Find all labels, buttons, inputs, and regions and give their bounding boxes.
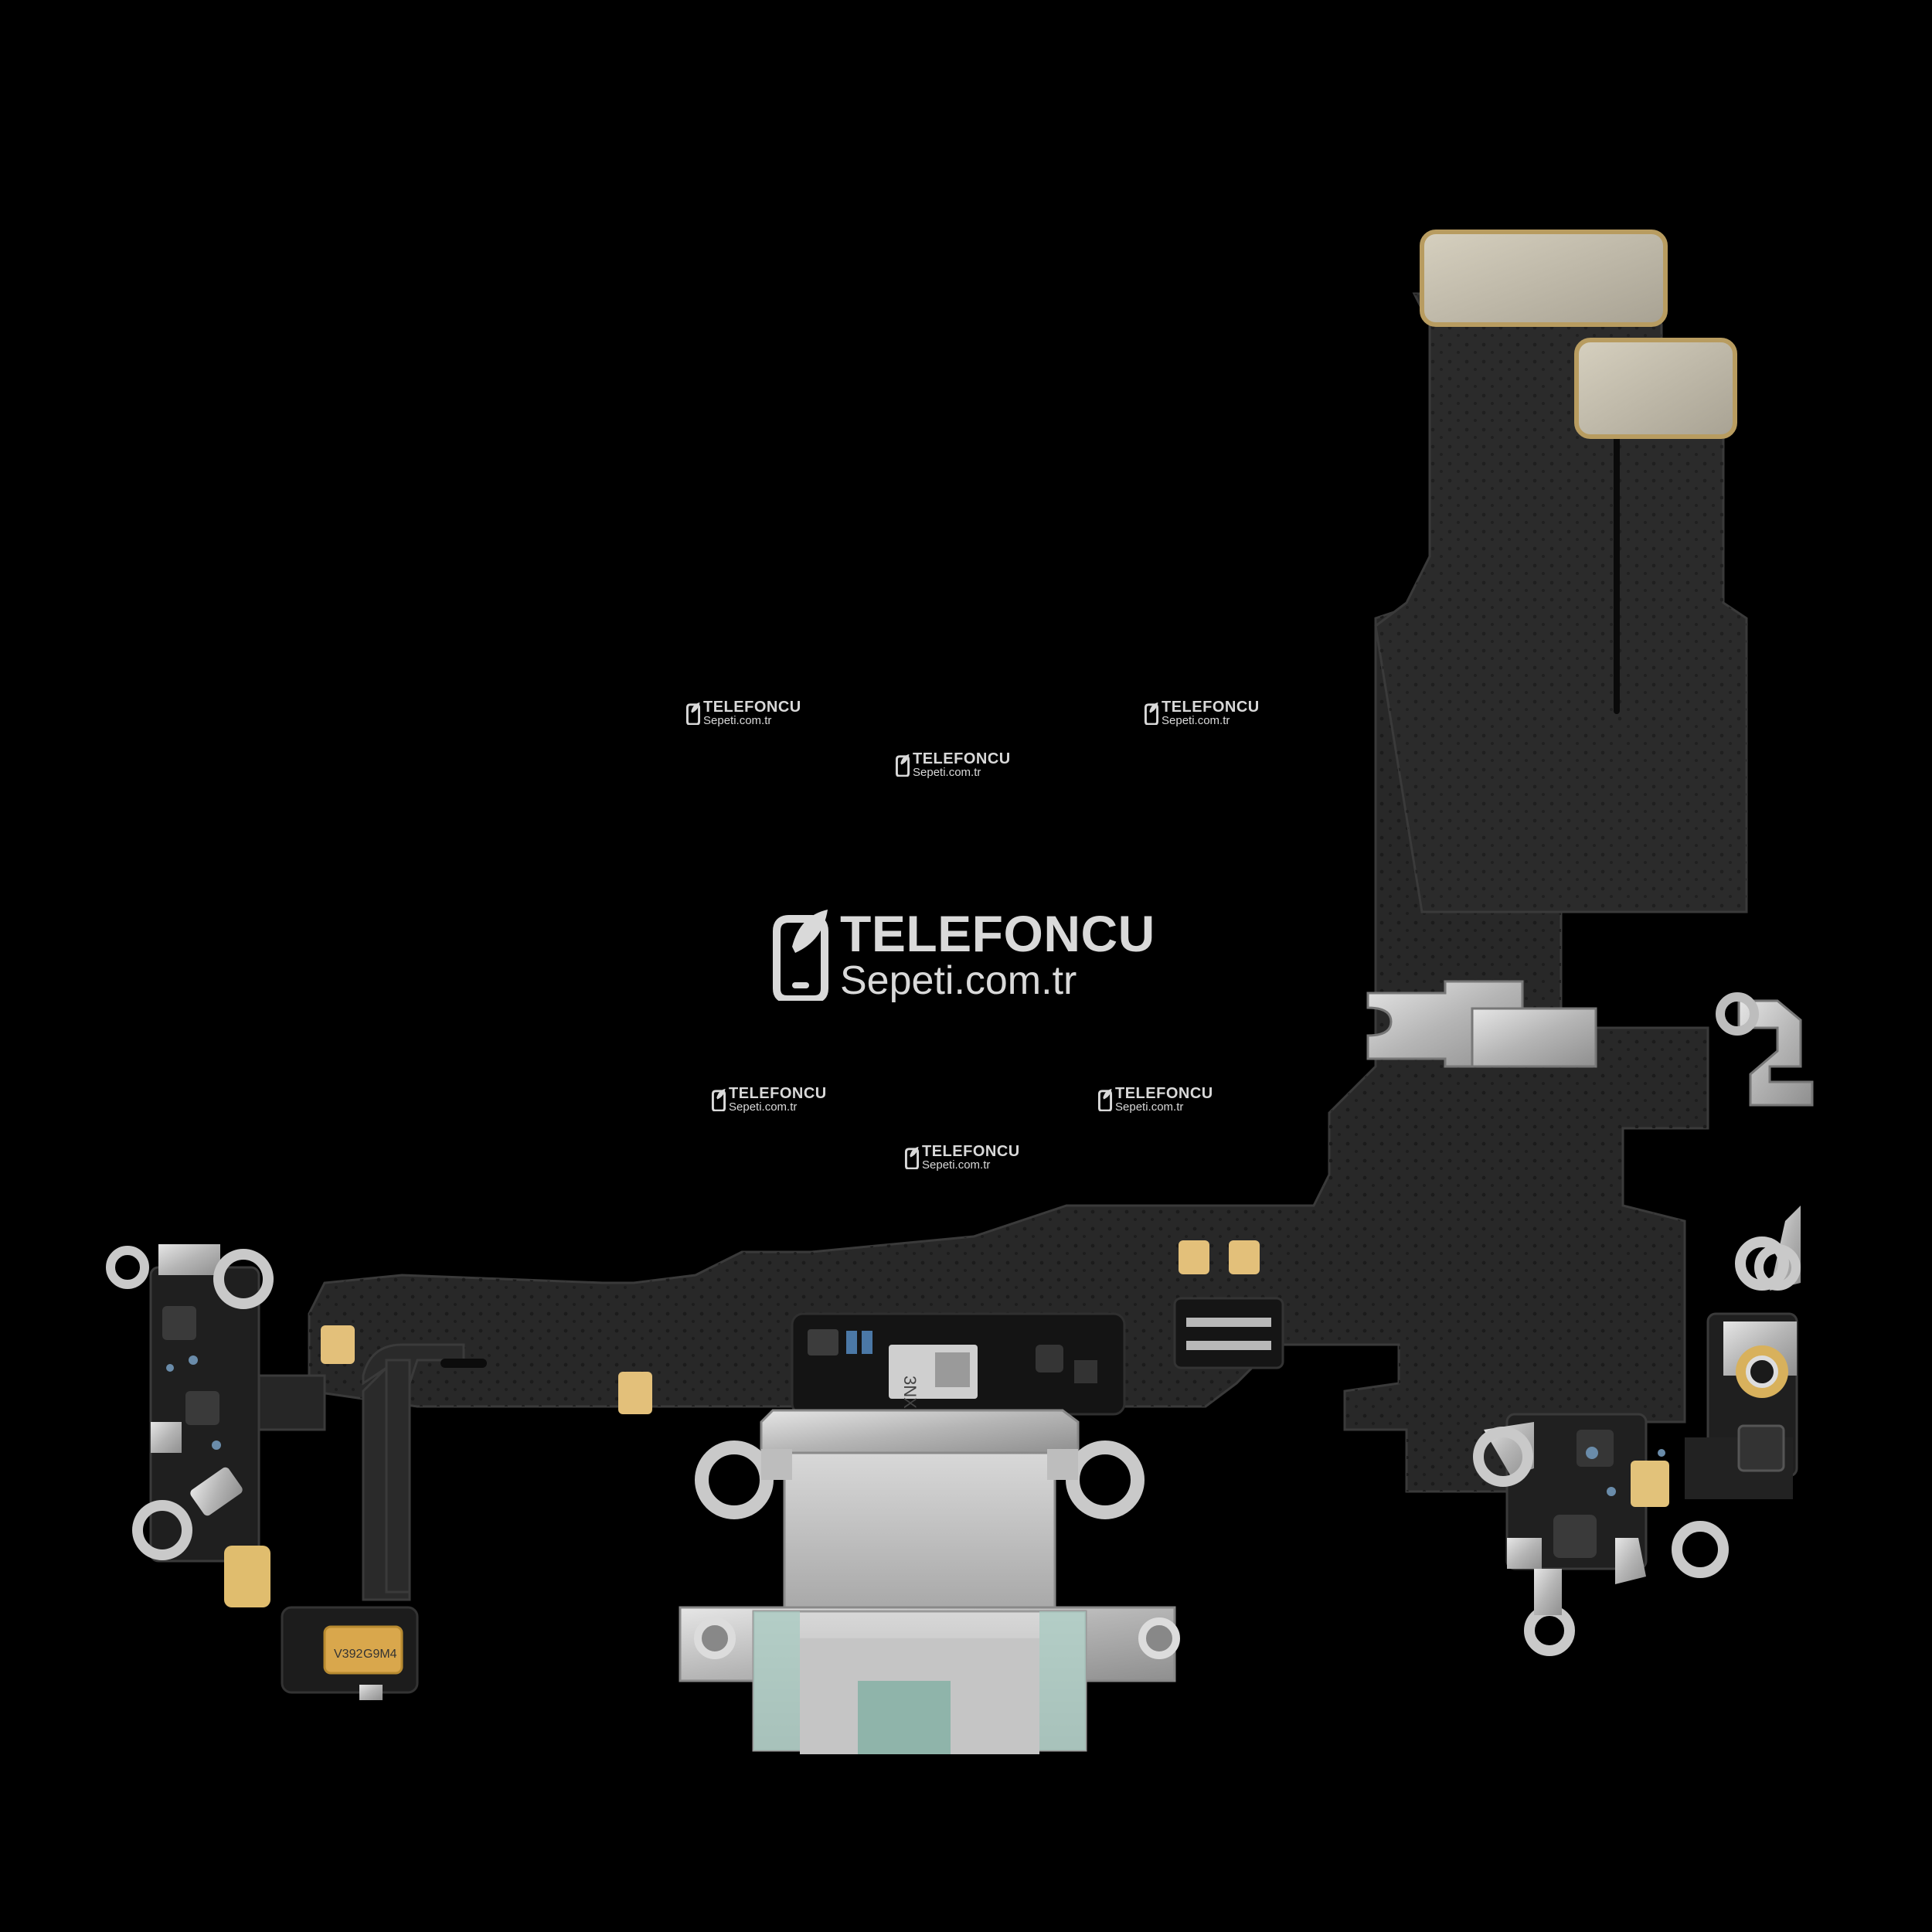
watermark-subtitle: Sepeti.com.tr	[840, 958, 1077, 1003]
board-connector	[1173, 1297, 1284, 1369]
left-antenna-board	[106, 1244, 274, 1607]
watermark-subtitle: Sepeti.com.tr	[729, 1100, 798, 1114]
watermark-subtitle: Sepeti.com.tr	[703, 714, 772, 727]
microphone-module: V392 G9M4	[281, 1606, 419, 1700]
phone-leaf-logo-icon	[1144, 702, 1159, 725]
phone-leaf-logo-icon	[685, 702, 701, 725]
phone-leaf-logo-icon	[895, 753, 910, 777]
phone-leaf-logo-icon	[904, 1146, 920, 1169]
watermark-subtitle: Sepeti.com.tr	[913, 766, 981, 779]
watermark-subtitle: Sepeti.com.tr	[1115, 1100, 1184, 1114]
watermark-title: TELEFONCU	[703, 699, 801, 716]
phone-leaf-logo-icon	[711, 1088, 726, 1111]
phone-leaf-logo-icon	[773, 910, 828, 1001]
watermark-subtitle: Sepeti.com.tr	[922, 1158, 991, 1172]
watermark-title: TELEFONCU	[840, 905, 1155, 962]
usb-c-port	[679, 1409, 1180, 1754]
metal-stiffener	[1366, 980, 1597, 1068]
watermark-title: TELEFONCU	[1115, 1085, 1213, 1102]
watermark-title: TELEFONCU	[1162, 699, 1260, 716]
mic-marking-1: V392	[334, 1648, 362, 1661]
watermark-title: TELEFONCU	[729, 1085, 827, 1102]
mic-marking-2: G9M4	[363, 1648, 397, 1661]
watermark-title: TELEFONCU	[922, 1143, 1020, 1160]
right-antenna-board	[1473, 1312, 1798, 1656]
flex-cable	[253, 292, 1748, 1601]
watermark-main: TELEFONCU Sepeti.com.tr	[769, 908, 1155, 1001]
watermark-title: TELEFONCU	[913, 750, 1011, 767]
gold-contact-pads	[321, 1240, 1260, 1414]
top-connector-pads	[1420, 230, 1737, 439]
phone-leaf-logo-icon	[1097, 1088, 1113, 1111]
component-cluster: 3NXE	[791, 1312, 1126, 1420]
watermark-subtitle: Sepeti.com.tr	[1162, 714, 1230, 727]
right-brackets	[1716, 992, 1814, 1291]
